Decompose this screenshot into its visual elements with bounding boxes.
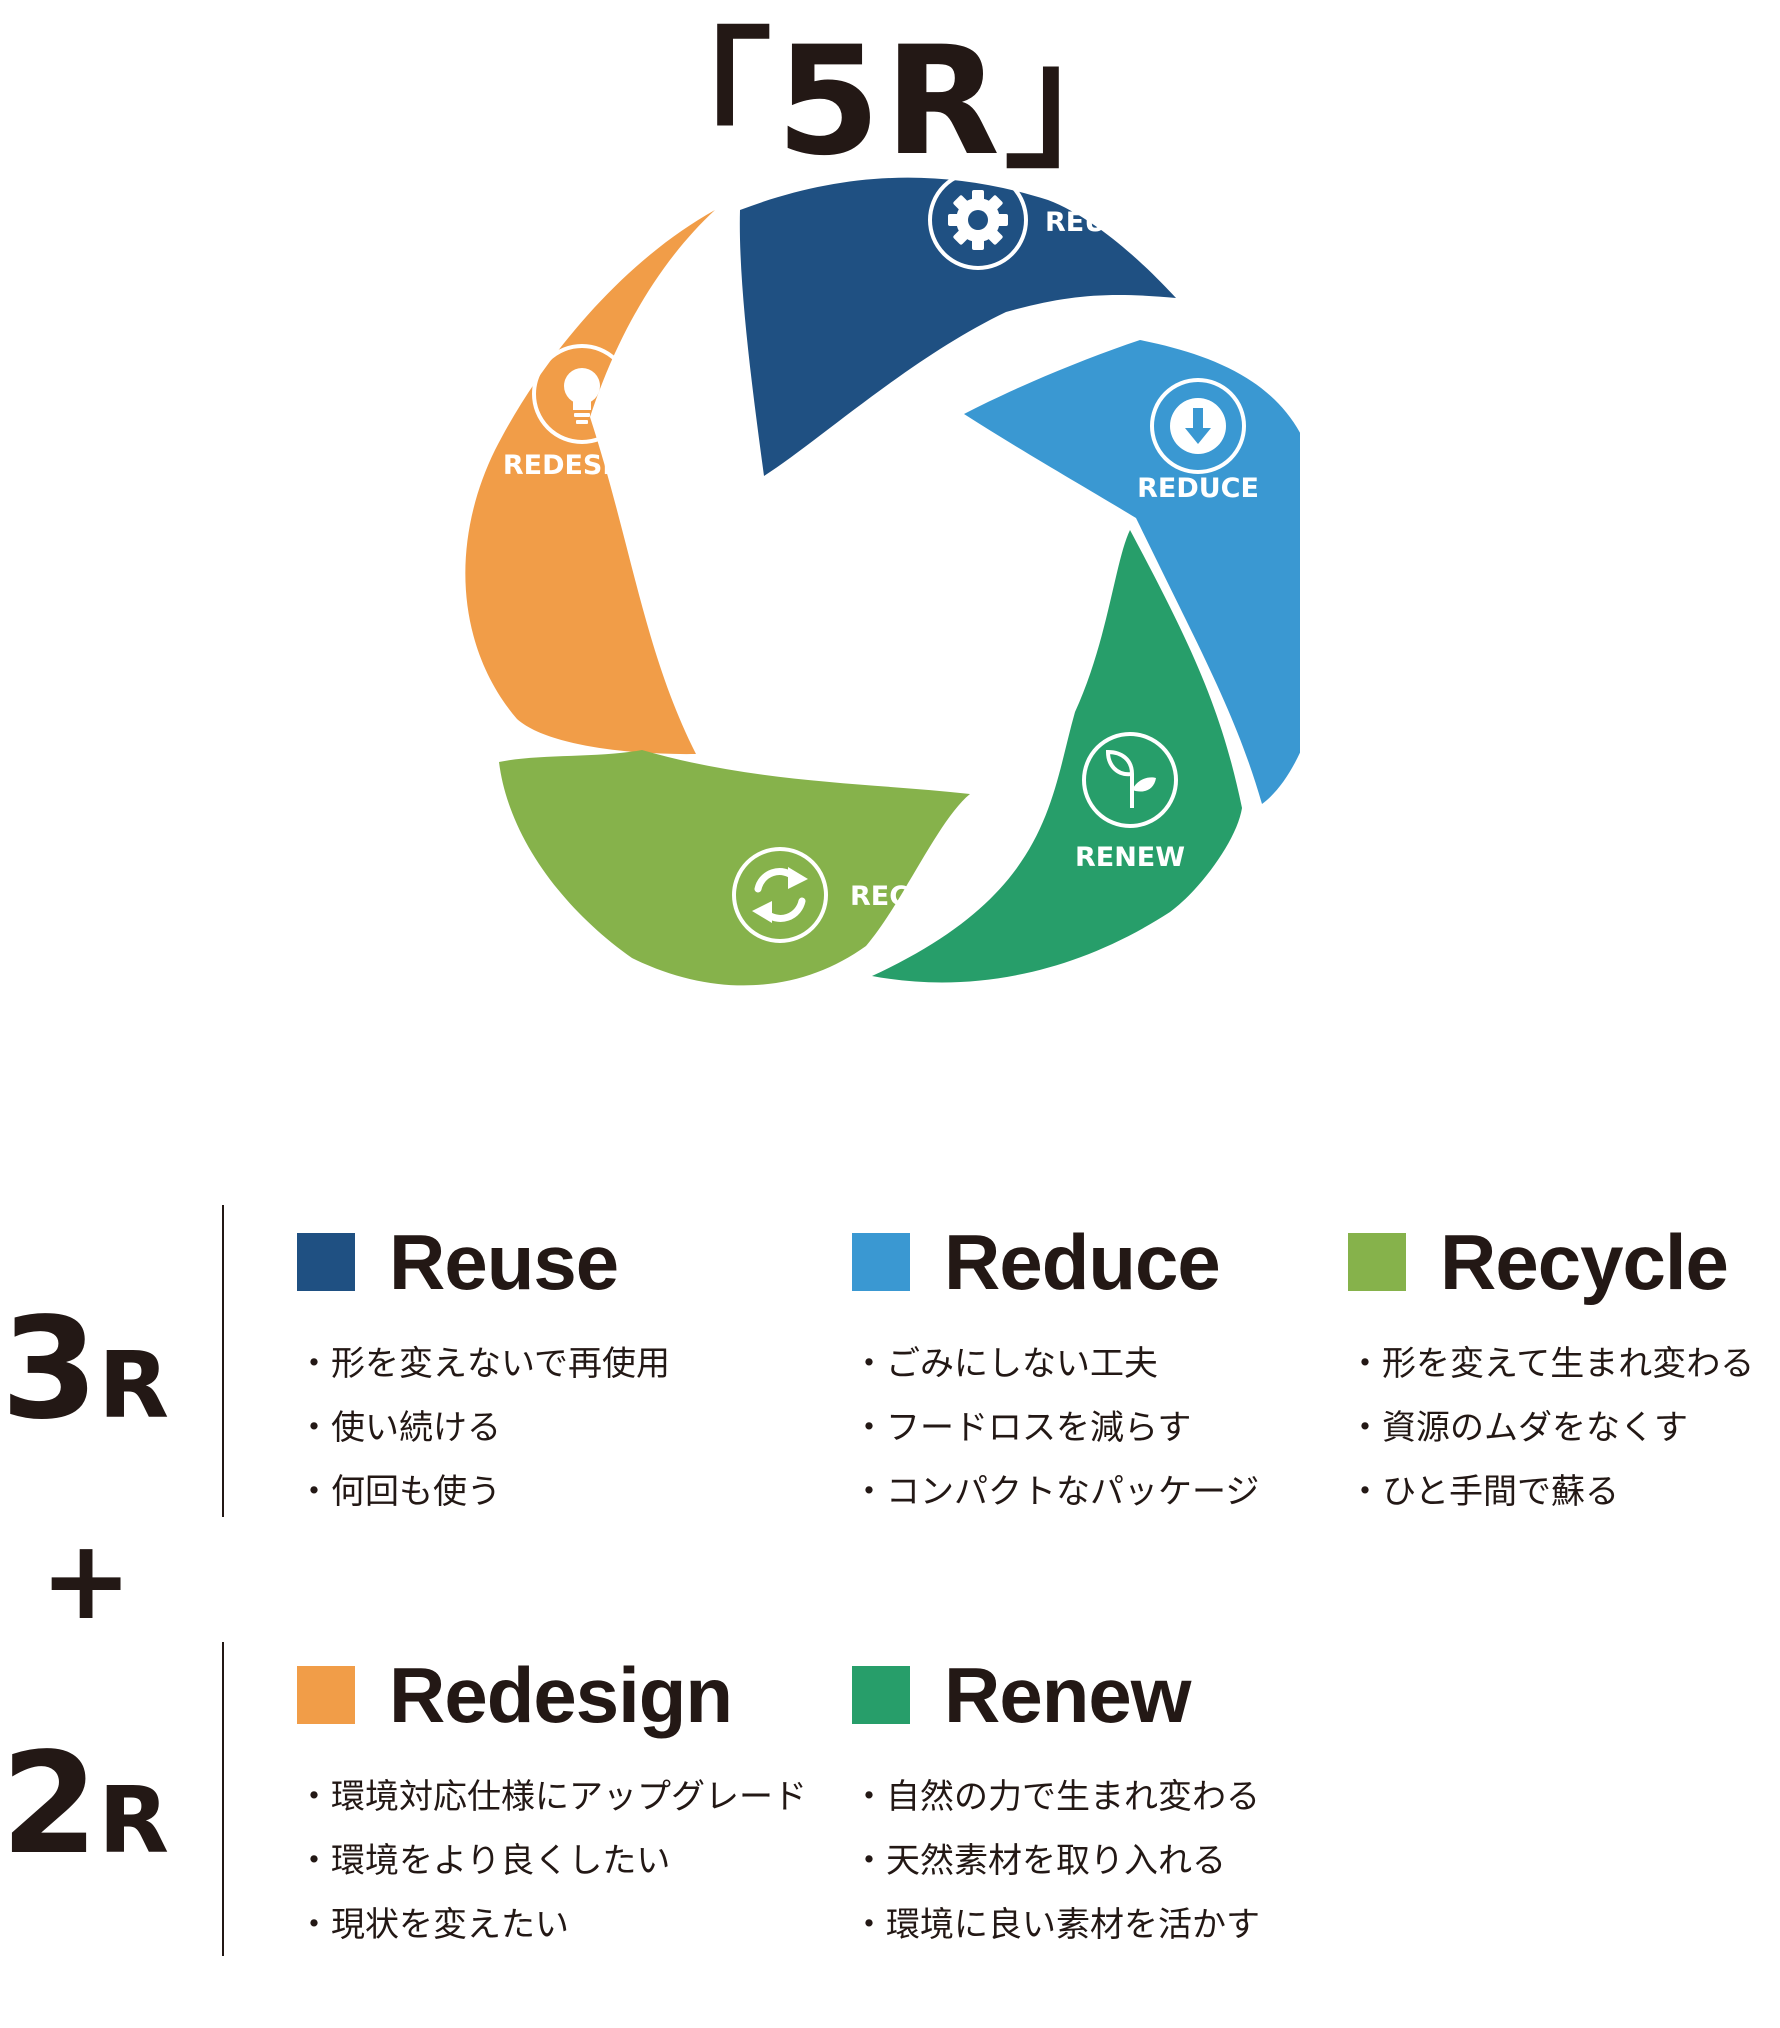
three-r-label: 3R xyxy=(0,1300,170,1440)
wheel-segment-renew: RENEW xyxy=(872,530,1242,983)
three-r-letter: R xyxy=(98,1332,170,1439)
item-redesign: Redesign 環境対応仕様にアップグレード 環境をより良くしたい 現状を変え… xyxy=(297,1651,807,1957)
point-list-reuse: 形を変えないで再使用 使い続ける 何回も使う xyxy=(297,1332,670,1524)
list-item: 現状を変えたい xyxy=(297,1893,807,1957)
color-swatch-redesign xyxy=(297,1666,355,1724)
reduce-segment-shape xyxy=(964,340,1300,804)
sprout-icon xyxy=(1105,749,1156,808)
item-title-recycle: Recycle xyxy=(1440,1217,1729,1306)
recycle-segment-shape xyxy=(499,750,970,986)
item-title-redesign: Redesign xyxy=(389,1650,733,1739)
segment-label-reduce: REDUCE xyxy=(1137,473,1259,504)
wheel-segment-recycle: RECYCLE xyxy=(499,750,983,986)
segment-label-renew: RENEW xyxy=(1075,842,1185,873)
reuse-segment-shape xyxy=(739,177,1176,476)
five-r-cycle-wheel: REDESIGN RECYCLE RENEW xyxy=(465,170,1300,986)
list-item: 何回も使う xyxy=(297,1460,670,1524)
list-item: 形を変えて生まれ変わる xyxy=(1348,1332,1754,1396)
point-list-redesign: 環境対応仕様にアップグレード 環境をより良くしたい 現状を変えたい xyxy=(297,1765,807,1957)
item-renew: Renew 自然の力で生まれ変わる 天然素材を取り入れる 環境に良い素材を活かす xyxy=(852,1651,1260,1957)
list-item: フードロスを減らす xyxy=(852,1396,1259,1460)
two-r-number: 2 xyxy=(0,1723,99,1886)
item-title-reduce: Reduce xyxy=(944,1217,1221,1306)
color-swatch-recycle xyxy=(1348,1233,1406,1291)
segment-label-reuse: REUSE xyxy=(1045,207,1144,238)
list-item: 天然素材を取り入れる xyxy=(852,1829,1260,1893)
item-title-reuse: Reuse xyxy=(389,1217,619,1306)
two-r-letter: R xyxy=(98,1767,170,1874)
segment-label-recycle: RECYCLE xyxy=(850,881,983,912)
color-swatch-reduce xyxy=(852,1233,910,1291)
list-item: 環境対応仕様にアップグレード xyxy=(297,1765,807,1829)
color-swatch-reuse xyxy=(297,1233,355,1291)
wheel-segment-redesign: REDESIGN xyxy=(465,210,715,755)
list-item: 形を変えないで再使用 xyxy=(297,1332,670,1396)
list-item: 環境をより良くしたい xyxy=(297,1829,807,1893)
list-item: ひと手間で蘇る xyxy=(1348,1460,1754,1524)
list-item: 使い続ける xyxy=(297,1396,670,1460)
plus-sign: + xyxy=(40,1516,133,1644)
divider-line-3r xyxy=(222,1205,224,1517)
list-item: 資源のムダをなくす xyxy=(1348,1396,1754,1460)
wheel-segment-reuse: REUSE xyxy=(739,170,1176,476)
arrow-down-circle-icon xyxy=(1170,398,1226,454)
list-item: ごみにしない工夫 xyxy=(852,1332,1259,1396)
point-list-reduce: ごみにしない工夫 フードロスを減らす コンパクトなパッケージ xyxy=(852,1332,1259,1524)
two-r-label: 2R xyxy=(0,1735,170,1875)
item-reuse: Reuse 形を変えないで再使用 使い続ける 何回も使う xyxy=(297,1218,670,1524)
point-list-renew: 自然の力で生まれ変わる 天然素材を取り入れる 環境に良い素材を活かす xyxy=(852,1765,1260,1957)
wheel-segment-reduce: REDUCE xyxy=(964,340,1300,804)
list-item: コンパクトなパッケージ xyxy=(852,1460,1259,1524)
list-item: 自然の力で生まれ変わる xyxy=(852,1765,1260,1829)
list-item: 環境に良い素材を活かす xyxy=(852,1893,1260,1957)
redesign-segment-shape xyxy=(465,210,715,755)
item-reduce: Reduce ごみにしない工夫 フードロスを減らす コンパクトなパッケージ xyxy=(852,1218,1259,1524)
item-recycle: Recycle 形を変えて生まれ変わる 資源のムダをなくす ひと手間で蘇る xyxy=(1348,1218,1754,1524)
renew-segment-shape xyxy=(872,530,1242,983)
segment-label-redesign: REDESIGN xyxy=(503,450,657,481)
divider-line-2r xyxy=(222,1642,224,1956)
item-title-renew: Renew xyxy=(944,1650,1191,1739)
color-swatch-renew xyxy=(852,1666,910,1724)
light-bulb-icon xyxy=(564,368,600,424)
point-list-recycle: 形を変えて生まれ変わる 資源のムダをなくす ひと手間で蘇る xyxy=(1348,1332,1754,1524)
gear-icon xyxy=(948,190,1008,250)
three-r-number: 3 xyxy=(0,1288,99,1451)
page-title: 「5R」 xyxy=(622,15,1158,189)
